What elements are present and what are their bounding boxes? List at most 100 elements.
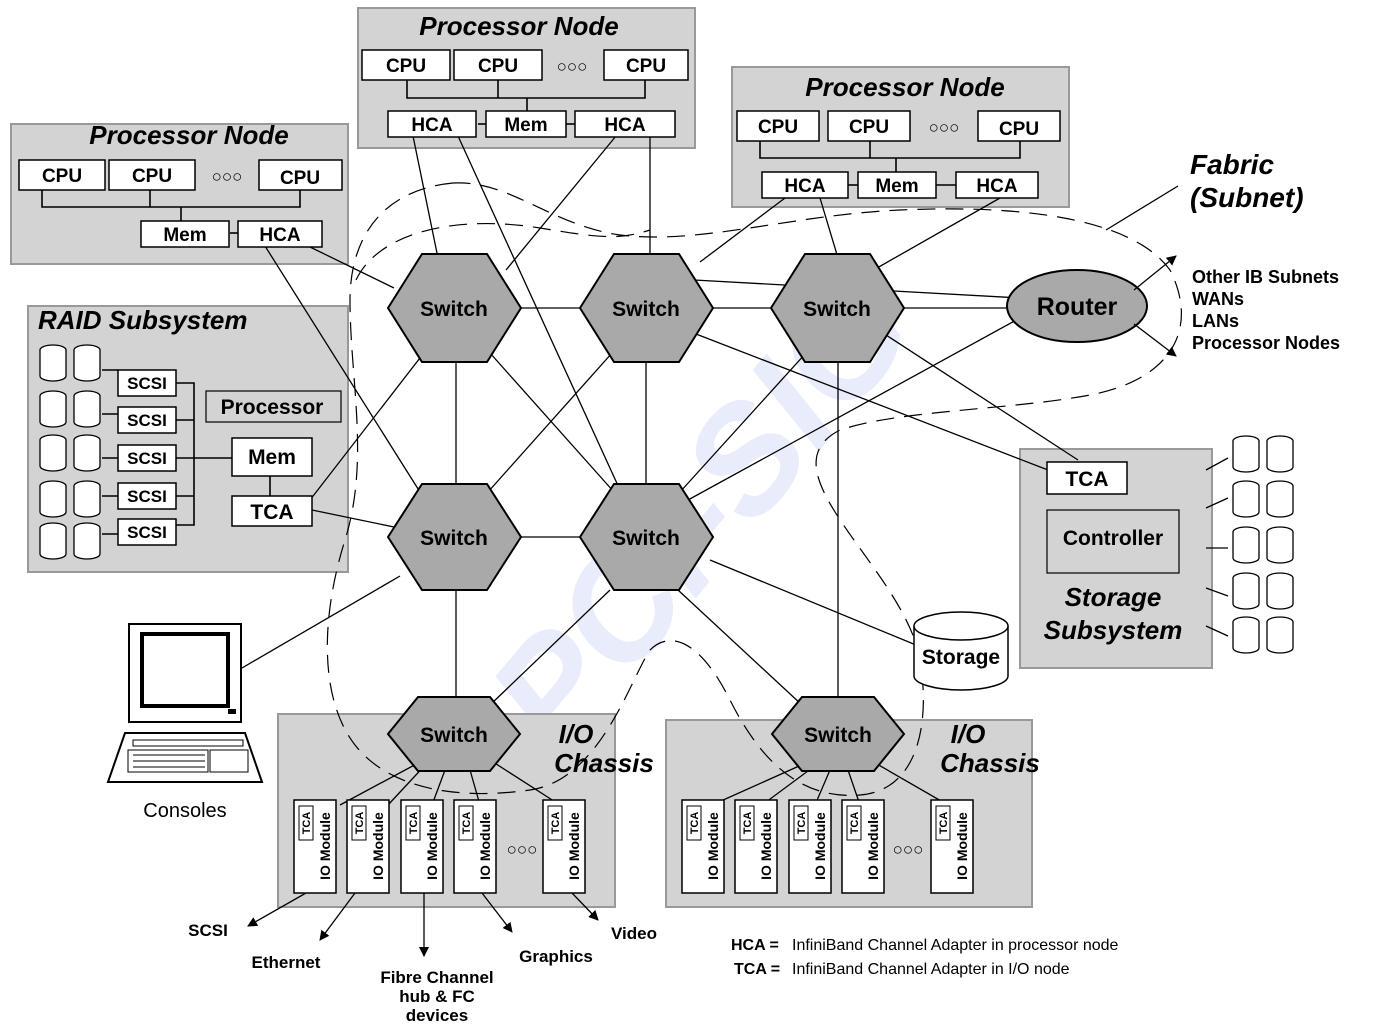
storage-subsystem-title: Storage — [1065, 582, 1162, 612]
hca-label: HCA — [411, 115, 452, 136]
hca-label: HCA — [259, 225, 300, 246]
switch-label: Switch — [612, 298, 680, 321]
io-module: TCA IO Module — [681, 799, 725, 894]
io-output-fibre-channel-line3: devices — [406, 1006, 468, 1025]
cpu-label: CPU — [758, 117, 798, 138]
scsi-label: SCSI — [127, 374, 167, 393]
cpu-label: CPU — [132, 166, 172, 187]
switch-io-left: Switch — [386, 696, 522, 772]
io-chassis-right-title-line2: Chassis — [940, 748, 1040, 778]
processor-node-right-title: Processor Node — [805, 72, 1004, 102]
io-module-tca-label: TCA — [742, 812, 754, 835]
io-output-ethernet: Ethernet — [252, 953, 321, 972]
hca-label: HCA — [604, 115, 645, 136]
io-module-label: IO Module — [370, 812, 386, 880]
legend-tca-key: TCA = — [734, 961, 780, 978]
switch-label: Switch — [803, 298, 871, 321]
io-module-tca-label: TCA — [301, 812, 313, 835]
switch-label: Switch — [612, 527, 680, 550]
io-module: TCA IO Module — [542, 799, 586, 894]
io-module-tca-label: TCA — [849, 812, 861, 835]
switch-io-right: Switch — [770, 696, 906, 772]
scsi-label: SCSI — [127, 523, 167, 542]
ellipsis-icon: ○○○ — [507, 840, 538, 859]
io-output-arrows — [247, 892, 599, 957]
raid-mem-label: Mem — [248, 446, 296, 469]
cpu-label: CPU — [849, 117, 889, 138]
io-output-fibre-channel-line2: hub & FC — [399, 987, 475, 1006]
legend: HCA = InfiniBand Channel Adapter in proc… — [731, 937, 1119, 978]
processor-node-right-group: Processor Node CPU CPU ○○○ CPU HCA Mem H… — [736, 72, 1061, 199]
switch-top-center: Switch — [578, 253, 715, 363]
router-destination: LANs — [1192, 311, 1239, 331]
io-output-graphics: Graphics — [519, 947, 593, 966]
switch-label: Switch — [804, 724, 872, 747]
storage-device: Storage — [913, 611, 1009, 691]
legend-hca-text: InfiniBand Channel Adapter in processor … — [792, 937, 1119, 954]
router-label: Router — [1037, 293, 1118, 321]
cpu-label: CPU — [42, 166, 82, 187]
cpu-label: CPU — [280, 168, 320, 189]
console-icon — [106, 623, 264, 783]
io-module-tca-label: TCA — [461, 812, 473, 835]
hca-label: HCA — [976, 176, 1017, 197]
io-modules-left: TCA IO Module TCA IO Module TCA IO Module TCA I… — [293, 799, 586, 894]
ellipsis-icon: ○○○ — [557, 57, 588, 76]
io-module-label: IO Module — [758, 812, 774, 880]
storage-subsystem-group: TCA Controller Storage Subsystem — [1044, 435, 1294, 654]
scsi-label: SCSI — [127, 449, 167, 468]
mem-label: Mem — [504, 115, 547, 136]
io-module: TCA IO Module — [453, 799, 497, 894]
io-module-label: IO Module — [477, 812, 493, 880]
io-output-video: Video — [611, 924, 657, 943]
switch-middle-left: Switch — [386, 483, 523, 591]
cpu-label: CPU — [386, 56, 426, 77]
io-module-label: IO Module — [705, 812, 721, 880]
switch-label: Switch — [420, 724, 488, 747]
storage-subsystem-title-line2: Subsystem — [1044, 615, 1183, 645]
cpu-label: CPU — [626, 56, 666, 77]
io-module-tca-label: TCA — [408, 812, 420, 835]
hca-label: HCA — [784, 176, 825, 197]
raid-processor-label: Processor — [221, 396, 324, 419]
mem-label: Mem — [875, 176, 918, 197]
fabric-label: Fabric — [1190, 149, 1274, 180]
io-module-label: IO Module — [812, 812, 828, 880]
storage-tca-label: TCA — [1065, 468, 1108, 491]
disk-icon — [1232, 526, 1294, 564]
router-destination: Other IB Subnets — [1192, 267, 1339, 287]
raid-subsystem-group: RAID Subsystem SCSI SCSI SCSI SCSI SCSI … — [38, 305, 342, 560]
storage-controller-label: Controller — [1063, 527, 1163, 550]
fabric-boundary-inner — [355, 223, 651, 281]
ellipsis-icon: ○○○ — [212, 167, 243, 186]
io-module-label: IO Module — [317, 812, 333, 880]
storage-label: Storage — [922, 646, 1000, 669]
raid-tca-label: TCA — [250, 501, 293, 524]
io-chassis-left-title: I/O — [559, 719, 594, 749]
legend-tca-text: InfiniBand Channel Adapter in I/O node — [792, 961, 1070, 978]
router-destination: WANs — [1192, 289, 1244, 309]
processor-node-center-group: Processor Node CPU CPU ○○○ CPU HCA Mem H… — [361, 11, 689, 138]
io-chassis-left-title-line2: Chassis — [554, 748, 654, 778]
router-destination: Processor Nodes — [1192, 333, 1340, 353]
switch-middle-center: Switch — [578, 483, 715, 591]
disk-icon — [1232, 480, 1294, 518]
io-module-tca-label: TCA — [550, 812, 562, 835]
fabric-subnet-label: (Subnet) — [1190, 182, 1304, 213]
cpu-label: CPU — [999, 119, 1039, 140]
disk-icon — [1232, 572, 1294, 610]
io-module-tca-label: TCA — [796, 812, 808, 835]
io-module: TCA IO Module — [788, 799, 832, 894]
io-module-label: IO Module — [566, 812, 582, 880]
ellipsis-icon: ○○○ — [929, 118, 960, 137]
io-output-fibre-channel: Fibre Channel — [380, 968, 493, 987]
switch-label: Switch — [420, 527, 488, 550]
io-module-tca-label: TCA — [689, 812, 701, 835]
mem-label: Mem — [163, 225, 206, 246]
processor-node-left-group: Processor Node CPU CPU ○○○ CPU Mem HCA — [18, 120, 343, 248]
